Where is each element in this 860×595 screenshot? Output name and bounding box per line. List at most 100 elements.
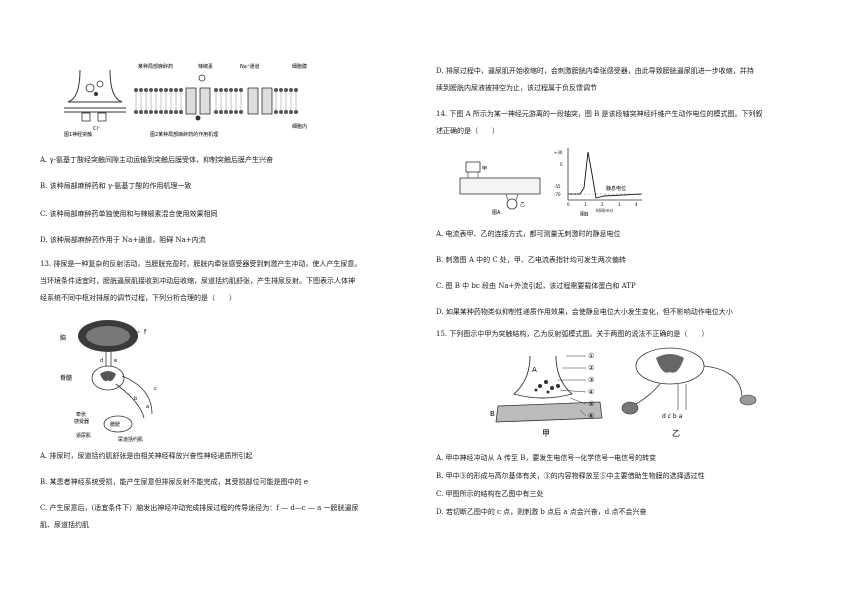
receptor-label: 感受器 xyxy=(74,418,89,425)
label-b: b xyxy=(134,396,137,402)
q14-option-b: B. 刺激图 A 中的 C 处，甲、乙电流表指针均可发生两次偏转 xyxy=(436,256,626,264)
q15-stem: 15. 下列图示中甲为突触结构，乙为反射弧模式图。关于两图的说法不正确的是（ ） xyxy=(436,330,709,338)
y-tick-55: -55 xyxy=(554,184,561,189)
lipid-head xyxy=(239,88,243,92)
q15-option-c: C. 甲图所示的结构在乙图中有三处 xyxy=(436,490,544,498)
label-f: f xyxy=(144,329,147,336)
num-4: ④ xyxy=(588,388,594,396)
x-tick-3: 3 xyxy=(618,202,621,207)
jia-caption: 甲 xyxy=(542,429,550,438)
lipid-head xyxy=(164,88,168,92)
ammeter-yi-label: 乙 xyxy=(520,201,525,208)
capsaicin-label: 辣椒素 xyxy=(198,63,213,70)
callout-numbers: ① ② ③ ④ ⑤ ⑥ xyxy=(558,352,594,420)
lipid-head xyxy=(179,88,183,92)
synapse-reflex-arc-figure: A B ① ② ③ ④ ⑤ ⑥ 甲 xyxy=(490,347,757,438)
lipid-head xyxy=(174,88,178,92)
figure2-caption: 图2某种局部麻醉药的作用机理 xyxy=(150,131,218,138)
label-c: c xyxy=(154,386,157,392)
num-3: ③ xyxy=(588,376,594,384)
lipid-head xyxy=(169,110,173,114)
q15-option-a: A. 甲中神经冲动从 A 传至 B，要发生电信号→化学信号→电信号的转变 xyxy=(436,454,657,462)
y-tick-30: +30 xyxy=(554,150,563,155)
num-6: ⑥ xyxy=(588,412,594,420)
reflex-arc-yi: d c b a 乙 xyxy=(621,347,757,438)
lipid-head xyxy=(169,88,173,92)
time-axis-label: 时间(ms) xyxy=(596,207,614,213)
lipid-head xyxy=(134,110,138,114)
lipid-head xyxy=(139,88,143,92)
lipid-head xyxy=(284,88,288,92)
lipid-head xyxy=(274,110,278,114)
lipid-head xyxy=(224,88,228,92)
q12-option-c: C. 该种局部麻醉药单独使用和与辣椒素混合使用效果相同 xyxy=(40,210,218,218)
action-potential-graph: +30 0 -55 -70 静息电位 0 1 2 3 4 时间(ms) 图B xyxy=(554,148,643,216)
label-a: a xyxy=(146,404,149,410)
q13-option-d-line1: D. 排尿过程中，逼尿肌开始收缩时，会刺激膀胱内牵张感受器，由此导致膀胱逼尿肌进… xyxy=(436,67,754,75)
lipid-head xyxy=(179,110,183,114)
synapse-anesthetic-figure: Cl⁻ 图1神经突触 某种局部麻醉药 辣椒素 Na⁺通道 细胞膜 细胞内 图2某… xyxy=(64,63,307,138)
q14-option-a: A. 电流表甲、乙的连接方式，都可测量无刺激时的静息电位 xyxy=(436,230,621,238)
lipid-head xyxy=(149,110,153,114)
y-tick-0: 0 xyxy=(560,162,563,167)
x-tick-0: 0 xyxy=(567,202,570,207)
sphincter-label: 尿道括约肌 xyxy=(118,436,143,443)
q15-option-b: B. 甲中③的形成与高尔基体有关，③的内容物释放至⑤中主要借助生物膜的选择透过性 xyxy=(436,472,705,480)
dcba-labels: d c b a xyxy=(662,413,683,420)
resting-potential-label: 静息电位 xyxy=(606,185,626,192)
figure-a-caption: 图A xyxy=(492,210,501,216)
yi-caption: 乙 xyxy=(672,429,680,438)
spinal-cord-label: 脊髓 xyxy=(60,374,72,382)
q12-option-b: B. 该种局部麻醉药和 γ-氨基丁酸的作用机理一致 xyxy=(40,182,192,190)
x-tick-2: 2 xyxy=(601,202,604,207)
lipid-head xyxy=(229,110,233,114)
lipid-head xyxy=(294,88,298,92)
lipid-head xyxy=(214,110,218,114)
cell-inner-label: 细胞内 xyxy=(292,123,307,130)
lipid-head xyxy=(274,88,278,92)
q13-option-c-line1: C. 产生尿意后，(适宜条件下）脑发出神经冲动完成排尿过程的传导途径为：f — … xyxy=(40,504,359,512)
lipid-head xyxy=(239,110,243,114)
anesthetic-mechanism-diagram: 某种局部麻醉药 辣椒素 Na⁺通道 细胞膜 细胞内 图2某种局部麻醉药的作用机理 xyxy=(134,63,307,138)
label-B: B xyxy=(490,410,495,418)
lipid-head xyxy=(154,88,158,92)
anesthetic-label: 某种局部麻醉药 xyxy=(138,63,173,70)
lipid-head xyxy=(144,88,148,92)
lipid-head xyxy=(294,110,298,114)
lipid-head xyxy=(289,88,293,92)
lipid-head xyxy=(134,88,138,92)
stretch-label: 牵张 xyxy=(76,411,86,418)
lipid-head xyxy=(234,110,238,114)
q15-option-d: D. 若切断乙图中的 c 点，则刺激 b 点后 a 点会兴奋，d 点不会兴奋 xyxy=(436,508,647,516)
lipid-bilayer xyxy=(134,88,298,114)
lipid-head xyxy=(284,110,288,114)
q12-option-a: A. γ-氨基丁酸经突触间隙主动运输到突触后膜受体，抑制突触后膜产生兴奋 xyxy=(40,156,274,164)
lipid-head xyxy=(144,110,148,114)
na-channel-label: Na⁺通道 xyxy=(240,63,259,70)
lipid-head xyxy=(229,88,233,92)
x-tick-1: 1 xyxy=(584,202,587,207)
lipid-head xyxy=(149,88,153,92)
synapse-diagram: Cl⁻ 图1神经突触 xyxy=(64,69,126,138)
num-2: ② xyxy=(588,364,594,372)
lipid-head xyxy=(279,110,283,114)
lipid-head xyxy=(219,88,223,92)
micturition-reflex-figure: 脑 f d e 脊髓 c b a 膀胱 牵张 感受器 逼尿肌 尿道括约肌 xyxy=(60,320,157,443)
brain-label: 脑 xyxy=(60,334,66,342)
q13-stem-line3: 经系统不同中枢对排尿的调节过程，下列分析合理的是（ ） xyxy=(40,294,236,302)
lipid-head xyxy=(214,88,218,92)
lipid-head xyxy=(139,110,143,114)
lipid-head xyxy=(224,110,228,114)
num-1: ① xyxy=(588,352,594,360)
lipid-head xyxy=(174,110,178,114)
label-A: A xyxy=(532,366,537,374)
q13-stem-line1: 13. 排尿是一种复杂的反射活动，当膀胱充盈时，膀胱内牵张感受器受到刺激产生冲动… xyxy=(40,260,362,268)
q14-option-c: C. 图 B 中 bc 段由 Na+外流引起，该过程需要载体蛋白和 ATP xyxy=(436,282,636,290)
figure1-caption: 图1神经突触 xyxy=(64,131,92,138)
label-d: d xyxy=(100,358,103,364)
lipid-head xyxy=(154,110,158,114)
bladder-label: 膀胱 xyxy=(110,421,120,428)
lipid-head xyxy=(164,110,168,114)
x-tick-4: 4 xyxy=(635,202,638,207)
lipid-head xyxy=(219,110,223,114)
